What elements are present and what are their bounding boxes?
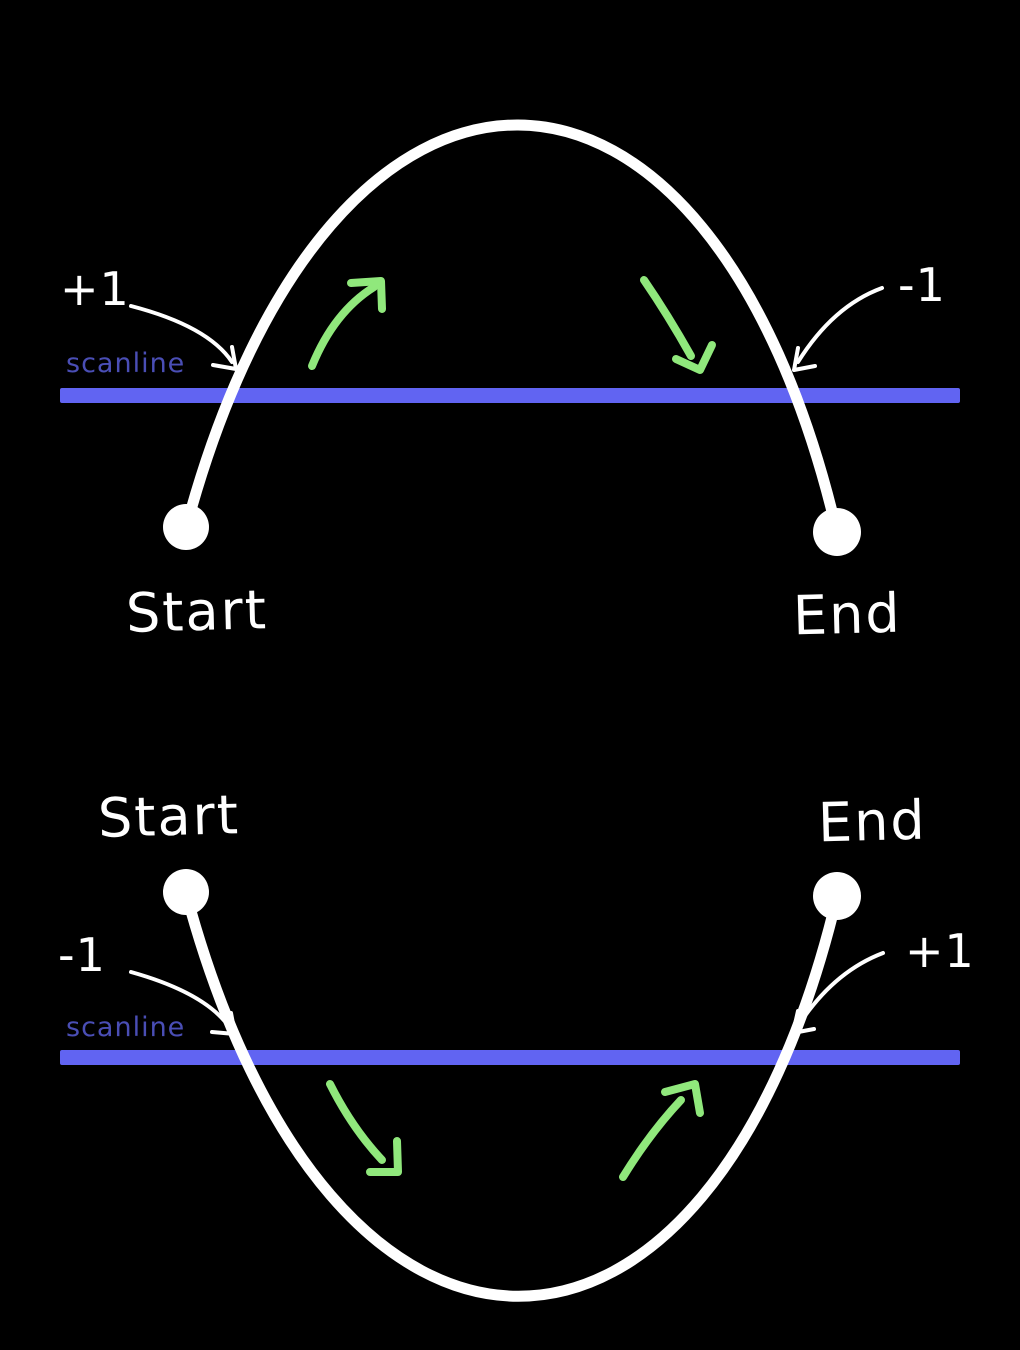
start-label: Start	[125, 578, 269, 645]
scanline-label: scanline	[66, 348, 186, 379]
plus-one-pointer-arrow-top	[129, 304, 238, 371]
winding-count-plus-one: +1	[905, 924, 975, 978]
curve-arch	[180, 119, 843, 538]
scanline-label: scanline	[66, 1012, 186, 1043]
end-dot-bottom	[813, 872, 861, 920]
start-label: Start	[97, 783, 241, 850]
scanline-bar-bottom	[60, 1050, 960, 1065]
winding-count-minus-one: -1	[58, 928, 106, 982]
direction-arrow-down-icon	[326, 1080, 402, 1176]
scanline-bar-top	[60, 388, 960, 403]
minus-one-pointer-arrow-top	[792, 286, 884, 372]
direction-arrow-up-icon	[308, 277, 386, 370]
direction-arrow-down-icon	[640, 276, 716, 374]
end-dot-top	[813, 508, 861, 556]
plus-one-pointer-arrow-bottom	[791, 951, 885, 1035]
curve-valley	[180, 887, 843, 1302]
winding-count-minus-one: -1	[898, 258, 946, 312]
end-label: End	[792, 581, 903, 648]
start-dot-top	[163, 504, 209, 550]
minus-one-pointer-arrow-bottom	[129, 970, 237, 1036]
end-label: End	[817, 788, 928, 855]
start-dot-bottom	[163, 869, 209, 915]
winding-count-plus-one: +1	[60, 262, 130, 316]
direction-arrow-up-icon	[619, 1080, 704, 1181]
